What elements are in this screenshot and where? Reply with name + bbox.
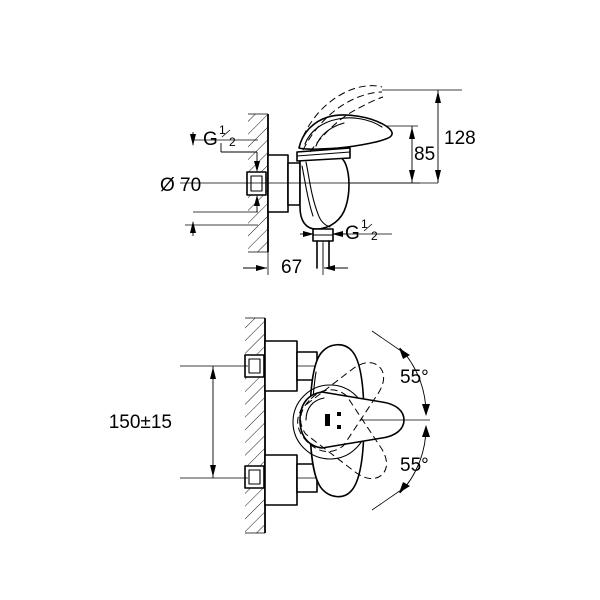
lever-phantom-lower (309, 96, 384, 153)
inlet-union-lower (244, 454, 318, 506)
lever-handle-outline (298, 114, 393, 150)
angle-up-arrow-outer (399, 348, 410, 359)
dim-angle-up-55: 55° (371, 330, 430, 416)
g-half-outlet-letter: G (345, 223, 360, 244)
dim-angle-down-55: 55° (371, 425, 430, 511)
inlet-nut-upper-inner (248, 358, 261, 374)
lever-swing-phantoms (297, 362, 388, 480)
depth67-label: 67 (281, 257, 302, 278)
angle-up-leader (371, 330, 405, 354)
height128-arrow-down (435, 170, 441, 182)
angle-down-label: 55° (400, 455, 429, 476)
g-half-outlet-arrow-left (332, 231, 343, 237)
angle-up-label: 55° (400, 367, 429, 388)
lever-phantom-down-group (300, 389, 388, 480)
inlet-nut-lower-inner (248, 469, 261, 485)
dim150-label: 150±15 (109, 412, 172, 433)
height85-arrow-down (409, 170, 415, 182)
dim150-arrow-up (210, 367, 216, 379)
body-collar-line (296, 151, 351, 157)
g-half-inlet-arrow-down (254, 161, 260, 172)
dim-g-half-inlet: G 1 2 (193, 123, 260, 213)
height85-arrow-up (409, 127, 415, 139)
escutcheon-lower (264, 454, 298, 506)
mixer-body-side (296, 147, 351, 230)
lever-phantom-up-group (297, 362, 385, 452)
inlet-nut-inner (250, 175, 263, 192)
lever-phantom-middle (302, 91, 383, 151)
lever-phantom-down (300, 389, 388, 480)
dim-height-85: 85 (350, 125, 438, 184)
body-shading-curve-2 (301, 165, 314, 217)
lever-indicator-dot-upper (337, 412, 341, 416)
g-half-inlet-denominator: 2 (229, 135, 236, 149)
escutcheon-upper (264, 340, 298, 392)
depth67-arrow-left (324, 265, 335, 271)
dim-diameter-70: Ø 70 (160, 132, 258, 236)
height85-label: 85 (414, 144, 435, 165)
lever-indicator-bar (325, 414, 330, 426)
side-elevation-view: G 1 2 Ø 70 G 1 2 (160, 85, 476, 278)
dim-depth-67: 67 (243, 243, 348, 278)
lever-handle-side (298, 114, 393, 150)
lever-raised-phantom (298, 85, 384, 153)
dia70-label: Ø 70 (160, 175, 201, 196)
inlet-union-top (246, 154, 301, 213)
g-half-outlet-denominator: 2 (371, 229, 378, 243)
wall-hatch-bottom (245, 318, 265, 533)
front-elevation-view: 150±15 55° 55° (109, 317, 430, 534)
g-half-inlet-arrow-up (254, 195, 260, 206)
inlet-union-upper (244, 340, 318, 392)
dia70-arrow-up (190, 221, 196, 233)
dim-centre-150: 150±15 (109, 365, 248, 479)
lever-phantom-upper (298, 85, 383, 148)
lever-phantom-up (297, 362, 385, 452)
height128-label: 128 (444, 128, 476, 149)
g-half-outlet-frac-slash (363, 223, 373, 232)
dim-height-128: 128 (382, 89, 476, 183)
angle-down-leader (371, 487, 405, 511)
g-half-inlet-frac-slash (221, 129, 231, 138)
g-half-inlet-letter: G (203, 129, 218, 150)
angle-down-arrow-inner (422, 425, 430, 437)
g-half-outlet-numerator: 1 (361, 217, 368, 231)
angle-up-arrow-inner (422, 404, 430, 416)
lever-indicator-dot-lower (337, 425, 341, 429)
dia70-arrow-down (190, 134, 196, 146)
wall-section-bottom (245, 317, 266, 534)
inlet-nipple (287, 162, 301, 206)
escutcheon-body (267, 154, 289, 213)
lever-front-inner-edge (305, 397, 325, 421)
g-half-outlet-arrow-right (303, 231, 314, 237)
height128-arrow-up (435, 91, 441, 103)
lever-handle-top-edge (304, 117, 383, 145)
dim150-arrow-down (210, 465, 216, 477)
depth67-arrow-right (256, 265, 267, 271)
dim-g-half-outlet: G 1 2 (300, 217, 392, 244)
angle-down-arrow-outer (399, 482, 410, 493)
body-shading-curve-1 (305, 161, 331, 228)
g-half-inlet-numerator: 1 (219, 123, 226, 137)
